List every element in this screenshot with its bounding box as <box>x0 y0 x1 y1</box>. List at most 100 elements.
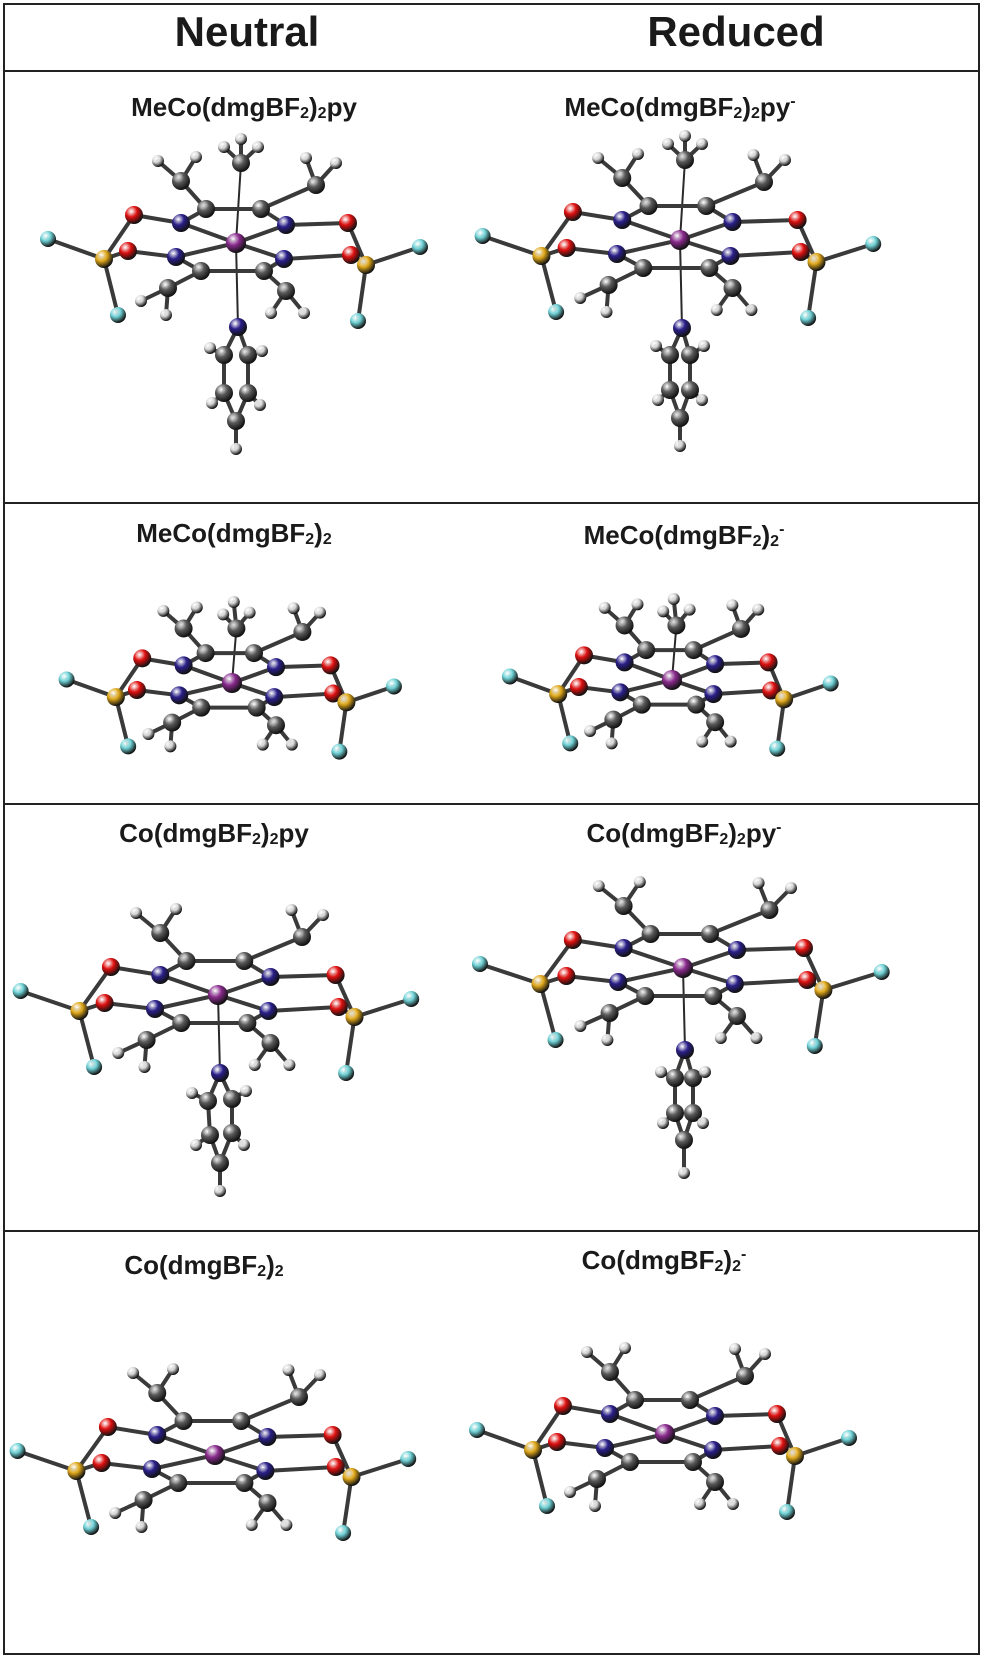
boron-atom <box>775 690 794 709</box>
carbon-atom <box>671 409 689 427</box>
bond-line <box>821 970 884 992</box>
oxygen-atom <box>342 246 360 264</box>
hydrogen-atom <box>683 603 696 616</box>
bond-line <box>18 989 82 1013</box>
nitrogen-atom <box>706 1407 724 1425</box>
carbon-atom <box>666 1104 684 1122</box>
hydrogen-atom <box>135 1521 148 1533</box>
nitrogen-atom <box>146 1000 164 1018</box>
nitrogen-atom <box>261 968 280 986</box>
oxygen-atom <box>563 931 582 949</box>
carbon-atom <box>641 925 660 943</box>
carbon-atom <box>258 1494 277 1512</box>
hydrogen-atom <box>631 598 644 611</box>
oxygen-atom <box>771 1437 789 1455</box>
bond-line <box>153 993 220 1011</box>
carbon-atom <box>676 151 694 169</box>
nitrogen-atom <box>256 1462 275 1480</box>
title-row3-reduced: Co(dmgBF2)2py- <box>586 818 782 848</box>
hydrogen-atom <box>698 340 710 352</box>
molecule-meco-dmgbf2-py-reduced <box>474 130 882 452</box>
bond-line <box>174 241 238 259</box>
fluorine-atom <box>800 310 817 326</box>
carbon-atom <box>290 1388 308 1406</box>
carbon-atom <box>192 698 211 717</box>
carbon-atom <box>232 154 250 172</box>
carbon-atom <box>687 695 706 714</box>
carbon-atom <box>255 262 273 280</box>
hydrogen-atom <box>696 394 708 406</box>
carbon-atom <box>172 1014 191 1032</box>
fluorine-atom <box>338 1065 355 1081</box>
nitrogen-atom <box>601 1405 619 1423</box>
boron-atom <box>524 1441 542 1459</box>
hydrogen-atom <box>142 728 155 741</box>
carbon-atom <box>159 279 177 297</box>
bond-line <box>77 1009 97 1069</box>
nitrogen-atom <box>148 1426 167 1444</box>
carbon-atom <box>293 928 311 946</box>
hydrogen-atom <box>256 738 269 751</box>
bond-line <box>538 982 558 1042</box>
carbon-atom <box>174 1412 193 1430</box>
bond-line <box>263 1465 338 1473</box>
hydrogen-atom <box>217 608 230 621</box>
carbon-atom <box>684 1069 702 1087</box>
hydrogen-atom <box>600 306 613 318</box>
bond-line <box>341 1475 354 1535</box>
bond-line <box>713 1412 779 1418</box>
hydrogen-atom <box>652 394 664 406</box>
carbon-atom <box>615 616 634 635</box>
carbon-atom <box>163 713 182 732</box>
bond-line <box>265 1433 335 1439</box>
carbon-atom <box>137 1031 156 1049</box>
header-divider <box>3 70 980 72</box>
bond-line <box>603 1432 667 1450</box>
hydrogen-atom <box>678 1167 690 1179</box>
oxygen-atom <box>133 649 152 668</box>
oxygen-atom <box>119 242 137 260</box>
fluorine-atom <box>501 668 518 685</box>
carbon-atom <box>636 987 655 1005</box>
bond-line <box>268 973 338 979</box>
carbon-atom <box>307 176 325 194</box>
nitrogen-atom <box>275 250 293 268</box>
hydrogen-atom <box>619 1342 631 1354</box>
bond-line <box>531 1448 549 1508</box>
carbon-atom <box>172 172 190 190</box>
hydrogen-atom <box>724 735 737 748</box>
nitrogen-atom <box>277 216 295 234</box>
boron-atom <box>807 253 826 271</box>
fluorine-atom <box>469 1422 485 1438</box>
carbon-atom <box>148 1384 167 1402</box>
oxygen-atom <box>125 206 143 224</box>
carbon-atom <box>235 1474 254 1492</box>
fluorine-atom <box>539 1498 555 1514</box>
fluorine-atom <box>40 231 56 247</box>
bond-line <box>688 1374 747 1402</box>
hydrogen-atom <box>186 1087 198 1099</box>
carbon-atom <box>661 346 679 364</box>
title-row3-neutral: Co(dmgBF2)2py <box>119 818 309 848</box>
hydrogen-atom <box>280 1519 293 1531</box>
hydrogen-atom <box>589 1500 601 1512</box>
hydrogen-atom <box>694 1498 706 1510</box>
bond-line <box>15 1449 79 1473</box>
carbon-atom <box>223 1090 241 1108</box>
hydrogen-atom <box>581 1346 593 1358</box>
hydrogen-atom <box>605 737 618 750</box>
header-neutral: Neutral <box>174 8 320 55</box>
carbon-atom <box>621 1453 639 1471</box>
carbon-atom <box>199 1092 217 1110</box>
cobalt-atom <box>205 1445 225 1465</box>
hydrogen-atom <box>248 1059 261 1071</box>
fluorine-atom <box>58 671 75 688</box>
title-row2-reduced: MeCo(dmgBF2)2- <box>583 520 785 550</box>
carbon-atom <box>723 279 742 297</box>
fluorine-atom <box>335 1525 352 1541</box>
bond-line <box>259 183 318 211</box>
cobalt-atom <box>673 958 693 978</box>
carbon-atom <box>681 381 699 399</box>
boron-atom <box>106 688 125 707</box>
carbon-atom <box>247 698 266 717</box>
